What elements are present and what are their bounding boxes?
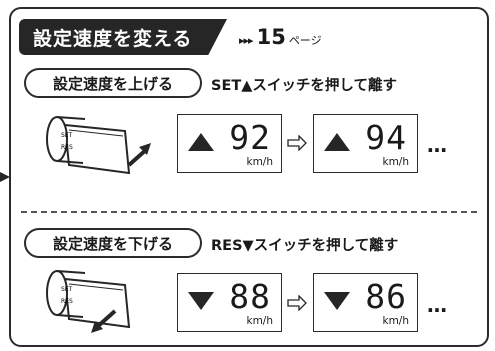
speed-display-before: 92 km/h [177, 114, 282, 173]
page-reference: ▸▸▸ 15 ページ [239, 25, 322, 49]
switch-label-set: SET [61, 132, 73, 139]
switch-lever-up-illustration: SET RES [46, 116, 151, 175]
page-suffix: ページ [288, 34, 322, 47]
switch-label-res: RES [61, 298, 73, 305]
speed-value: 86 [365, 277, 407, 316]
speed-unit: km/h [246, 156, 273, 168]
speed-setting-card: 設定速度を変える ▸▸▸ 15 ページ 設定速度を上げる SET▲スイッチを押し… [9, 7, 489, 347]
transition-arrow-icon [287, 135, 307, 151]
transition-arrow-icon [287, 295, 307, 311]
section-divider [21, 211, 477, 213]
switch-lever-down-illustration: SET RES [46, 270, 131, 333]
speed-unit: km/h [382, 156, 409, 168]
decrease-speed-pill: 設定速度を下げる [24, 228, 202, 258]
switch-label-res: RES [61, 144, 73, 151]
speed-unit: km/h [246, 315, 273, 327]
switch-label-set: SET [61, 286, 73, 293]
down-triangle-icon [324, 292, 350, 310]
increase-speed-pill: 設定速度を上げる [24, 68, 202, 98]
page-number: 15 [256, 25, 286, 49]
down-triangle-icon [188, 292, 214, 310]
speed-display-after: 94 km/h [313, 114, 418, 173]
speed-display-after: 86 km/h [313, 273, 418, 332]
increase-instruction: SET▲スイッチを押して離す [211, 78, 397, 94]
speed-value: 88 [229, 277, 271, 316]
up-triangle-icon [188, 133, 214, 151]
decrease-instruction: RES▼スイッチを押して離す [211, 238, 399, 254]
push-down-arrow-icon [95, 309, 117, 329]
speed-value: 94 [365, 118, 407, 157]
speed-display-before: 88 km/h [177, 273, 282, 332]
continue-ellipsis: … [427, 293, 448, 317]
speed-unit: km/h [382, 315, 409, 327]
continue-ellipsis: … [427, 133, 448, 157]
section-title: 設定速度を変える [19, 19, 227, 55]
edge-arrow-icon [0, 172, 10, 182]
page-marker-icon: ▸▸▸ [239, 34, 254, 47]
speed-value: 92 [229, 118, 271, 157]
up-triangle-icon [324, 133, 350, 151]
